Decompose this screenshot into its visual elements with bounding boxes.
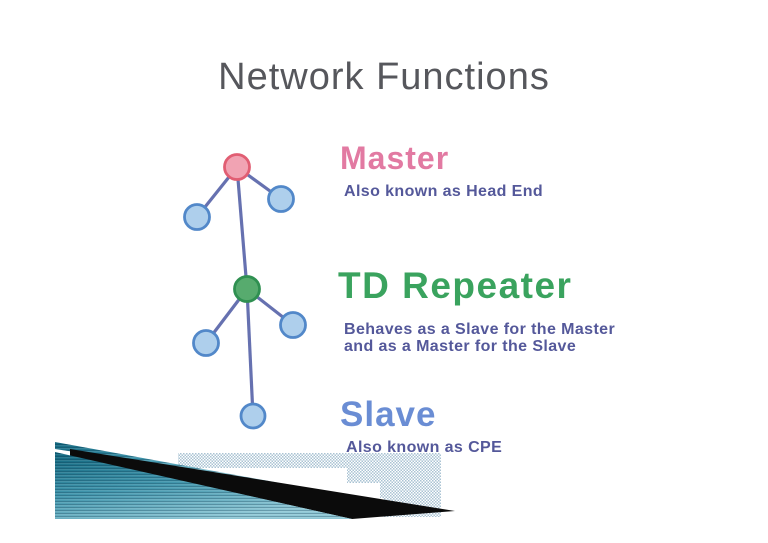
teal-wedge-upper [55,442,280,483]
subtitle-td-line2: and as a Master for the Slave [344,338,577,355]
teal-wedge-body [55,452,352,519]
subtitle-td-line1: Behaves as a Slave for the Master [344,321,616,338]
subtitle-td-repeater: Behaves as a Slave for the Master and as… [344,321,615,355]
slave-node-5 [239,402,267,430]
heading-slave: Slave [340,395,437,434]
td-repeater-node [233,275,261,303]
slave-node-1 [183,203,211,231]
slave-node-3 [192,329,220,357]
heading-master: Master [340,140,450,176]
edge-master-node-to-td-repeater-node [235,166,249,290]
edge-td-repeater-node-to-slave-node-5 [245,288,255,417]
slave-node-4 [279,311,307,339]
subtitle-master: Also known as Head End [344,183,544,200]
master-node [223,153,251,181]
subtitle-slave: Also known as CPE [346,439,503,456]
slave-node-2 [267,185,295,213]
heading-td-repeater: TD Repeater [338,265,573,306]
page-title: Network Functions [218,56,550,98]
black-swoosh [70,449,455,519]
